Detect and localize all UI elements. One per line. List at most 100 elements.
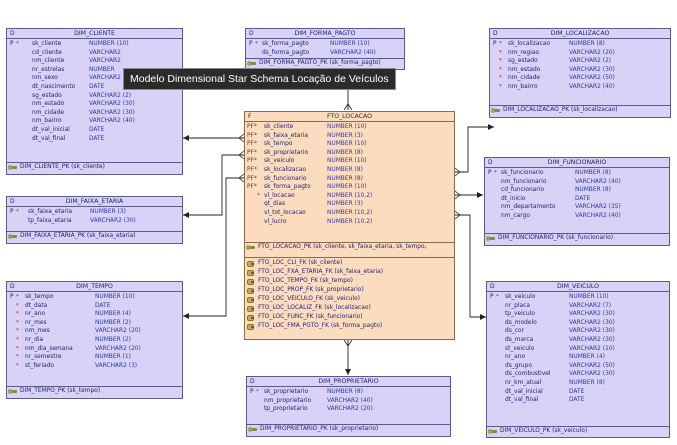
foreign-key-row[interactable]: FTO_LOC_FXA_ETARIA_FK (sk_faixa_etaria): [245, 268, 454, 277]
key-icon: [491, 107, 500, 113]
foreign-key-row[interactable]: FTO_LOC_FUNC_FK (sk_funcionario): [245, 313, 454, 322]
foreign-key-row[interactable]: FTO_LOC_PROP_FK (sk_proprietario): [245, 286, 454, 295]
column-name: nr_semestre: [25, 354, 62, 361]
column-type: VARCHAR2 (20): [95, 328, 141, 335]
foreign-key-row[interactable]: FTO_LOC_TEMPO_FK (sk_tempo): [245, 277, 454, 286]
foreign-key-row[interactable]: FTO_LOC_CLI_FK (sk_cliente): [245, 259, 454, 268]
foreign-key-label: FTO_LOC_LOCALIZ_FK (sk_localizacao): [258, 305, 371, 311]
foreign-key-label: FTO_LOC_FXA_ETARIA_FK (sk_faixa_etaria): [258, 269, 384, 275]
primary-key-label: DIM_PROPRIETARIO_PK (sk_proprietario): [260, 425, 379, 432]
arrow-localizacao: [488, 124, 494, 130]
foreign-key-row[interactable]: FTO_LOC_LOCALIZ_FK (sk_localizacao): [245, 304, 454, 313]
column-key-flag: P: [249, 41, 253, 47]
table-type-flag: F: [248, 113, 252, 120]
foreign-key-row[interactable]: FTO_LOC_VEICULO_FK (sk_veiculo): [245, 295, 454, 304]
column-type: NUMBER (8): [327, 389, 363, 395]
column-name: ds_forma_pagto: [262, 49, 310, 56]
column-type: VARCHAR2 (50): [569, 75, 615, 82]
column-name: dt_inicio: [501, 195, 526, 202]
column-type: DATE: [89, 126, 105, 133]
column-name: nr_estrelas: [32, 66, 65, 73]
column-required-flag: *: [16, 311, 19, 318]
foreign-key-row[interactable]: FTO_LOC_FMA_PGTO_FK (sk_forma_pagto): [245, 322, 454, 331]
column-type: NUMBER (8): [569, 41, 605, 47]
